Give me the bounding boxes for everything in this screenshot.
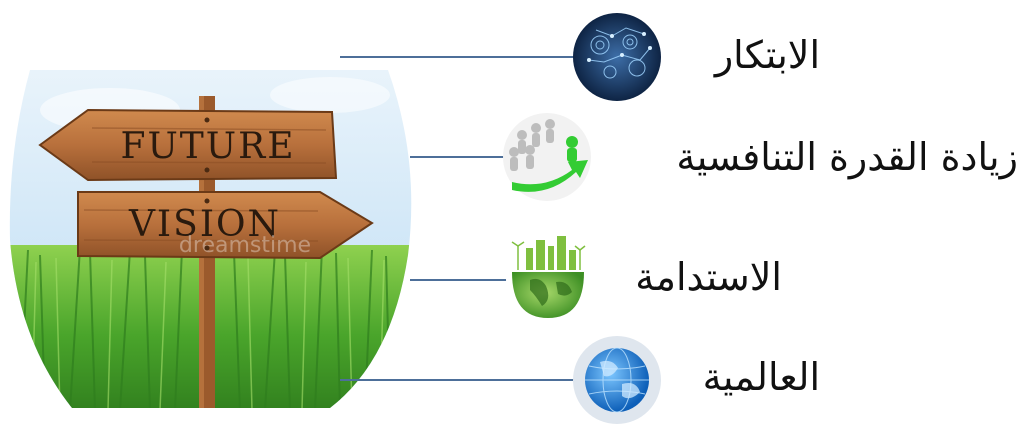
item-label-sustainability: الاستدامة bbox=[635, 255, 782, 299]
item-label-innovation: الابتكار bbox=[714, 33, 820, 77]
future-sign: FUTURE bbox=[38, 108, 338, 182]
item-label-competitiveness: زيادة القدرة التنافسية bbox=[676, 135, 1018, 179]
signpost-picture: FUTURE VISION dreamstime bbox=[9, 70, 412, 408]
green-earth-city-icon bbox=[506, 236, 590, 322]
gears-network-icon bbox=[573, 13, 661, 101]
item-label-globalization: العالمية bbox=[702, 355, 820, 399]
vision-sign-text: VISION bbox=[128, 204, 281, 245]
vision-sign: VISION bbox=[77, 191, 374, 260]
globe-icon bbox=[573, 336, 661, 424]
connector-lines bbox=[340, 56, 574, 381]
competition-arrow-icon bbox=[503, 113, 591, 201]
watermark-text: dreamstime bbox=[179, 233, 311, 258]
future-sign-text: FUTURE bbox=[120, 126, 295, 167]
